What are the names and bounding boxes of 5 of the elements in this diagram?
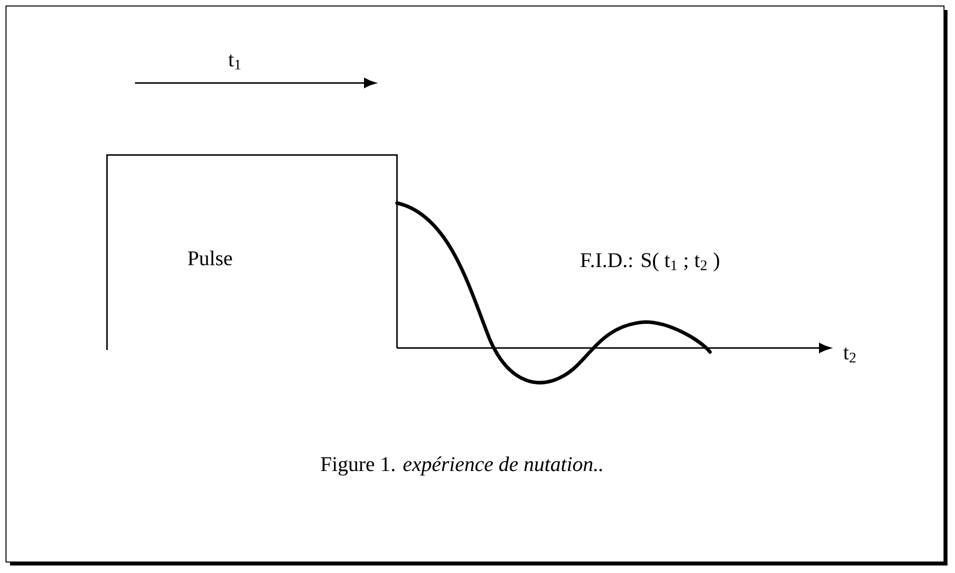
axis-label: t$_{2}$: [843, 348, 856, 362]
pulse-box: Pulse: [106, 154, 398, 350]
axis-label: t$_{1}$: [228, 54, 240, 70]
signal-label: F.I.D.: S( t$_{1}$ ; t$_{2}$ ): [580, 252, 720, 272]
caption: Figure 1. expérience de nutation..: [320, 456, 602, 476]
